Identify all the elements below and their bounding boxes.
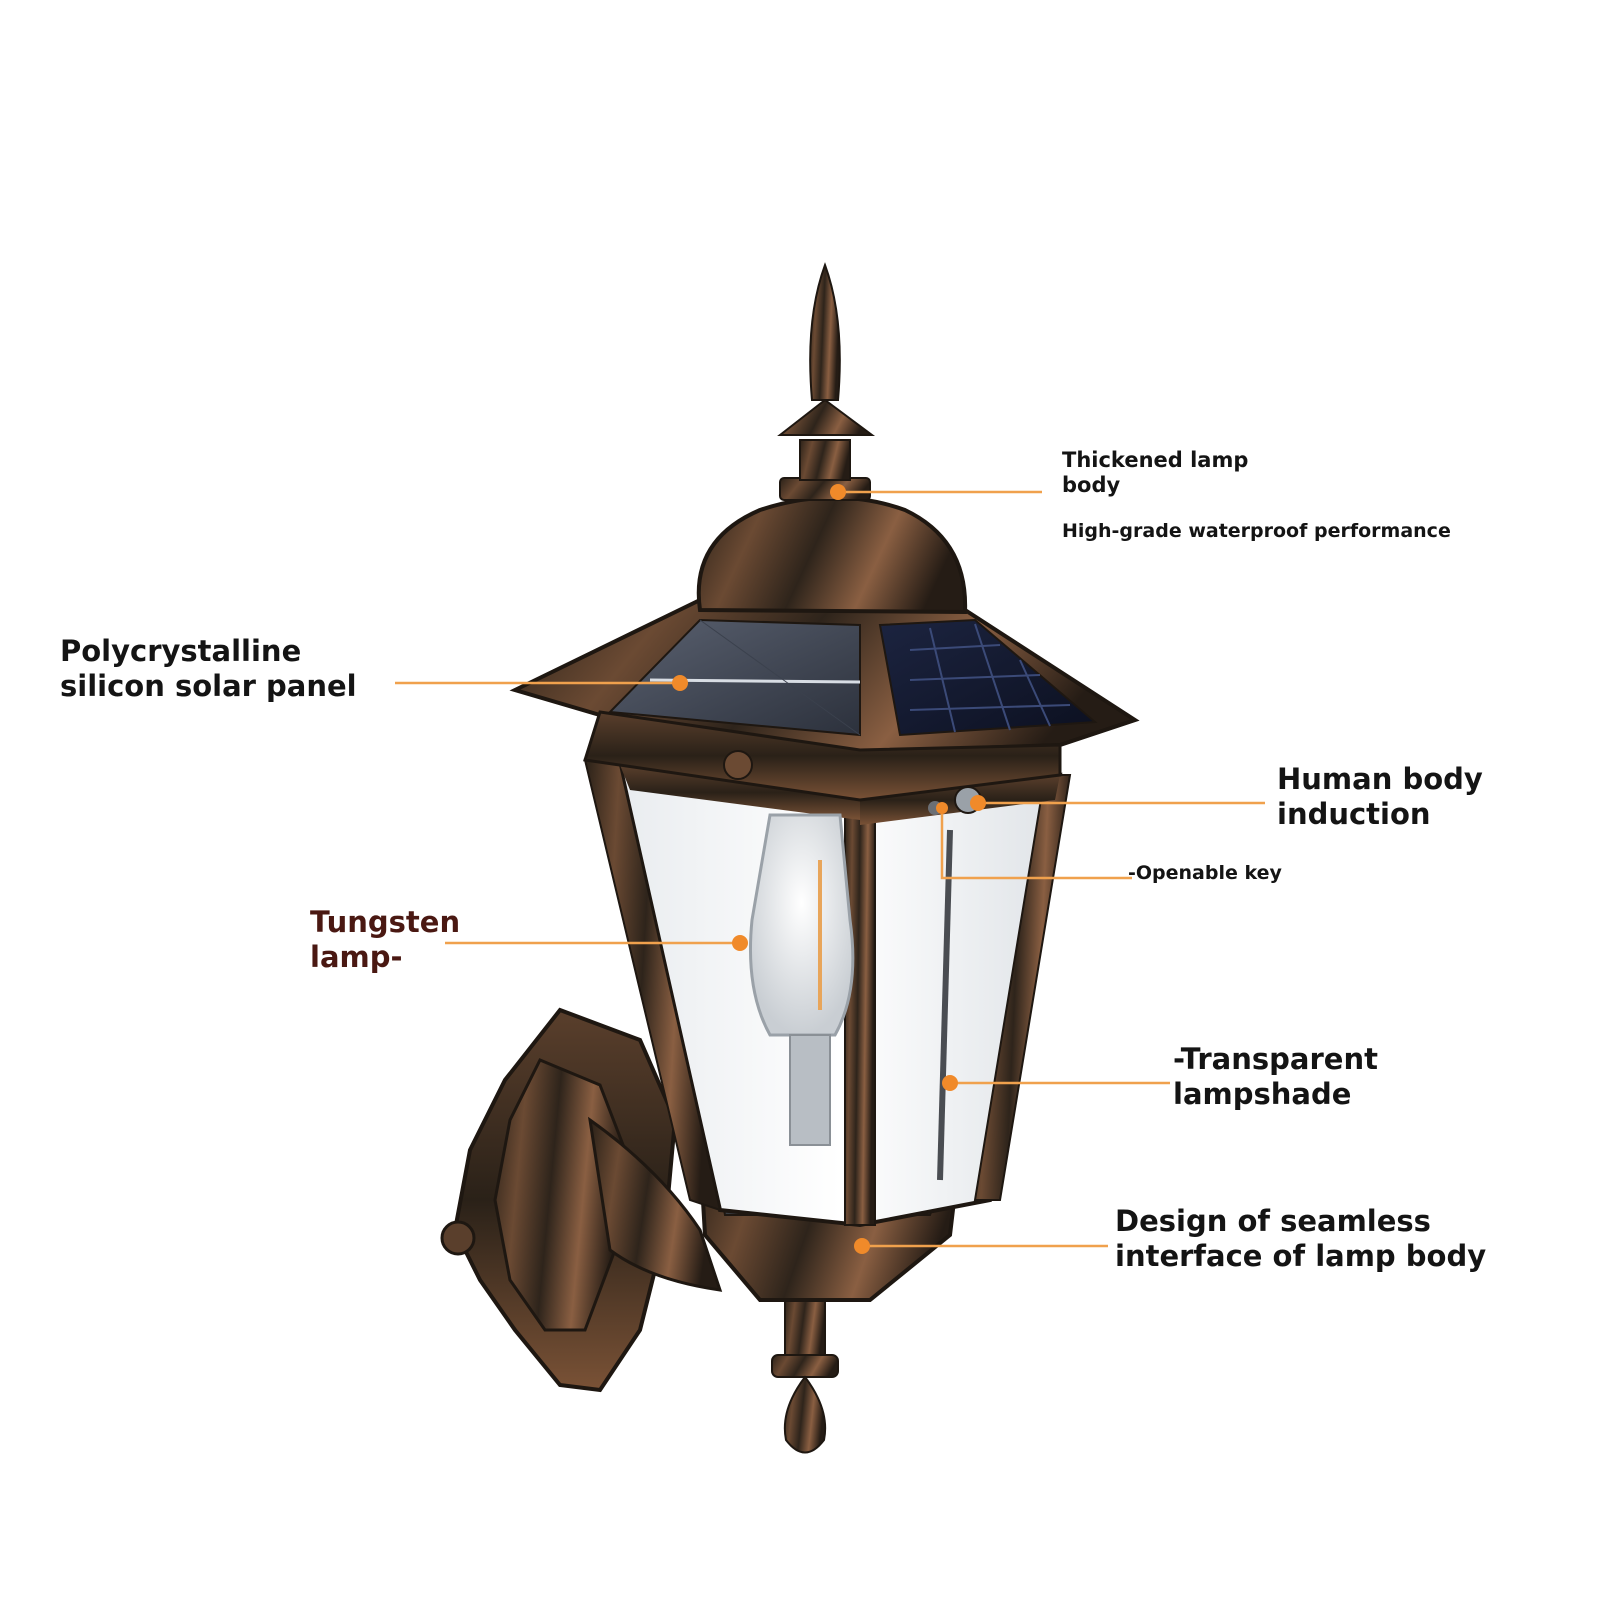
- solar-panel-right: [878, 618, 1098, 737]
- label-human-line1: Human body: [1277, 762, 1483, 796]
- dot-key: [936, 802, 948, 814]
- label-human-line2: induction: [1277, 796, 1431, 831]
- label-thickened-line1: Thickened lamp: [1062, 448, 1249, 472]
- label-waterproof-text: High-grade waterproof performance: [1062, 520, 1451, 542]
- leader-key: [940, 808, 1132, 880]
- lamp-roof: [509, 597, 1140, 815]
- label-tungsten-line1: Tungsten: [310, 905, 461, 939]
- lamp-glass-body: [583, 758, 1072, 1228]
- label-seamless-line1: Design of seamless: [1115, 1204, 1431, 1238]
- wall-bracket: [440, 1007, 723, 1393]
- label-thickened-lamp-body: Thickened lamp body: [1062, 448, 1248, 498]
- dot-thickened: [830, 484, 846, 500]
- lamp-dome-cap: [696, 477, 968, 615]
- label-transparent-lampshade: -Transparent lampshade: [1173, 1042, 1378, 1112]
- label-solar-line1: Polycrystalline: [60, 634, 302, 668]
- label-seamless-interface: Design of seamless interface of lamp bod…: [1115, 1204, 1486, 1274]
- top-finial: [777, 262, 876, 481]
- label-shade-line1: -Transparent: [1173, 1042, 1378, 1076]
- label-openable-key: -Openable key: [1128, 862, 1282, 885]
- dot-tungsten: [732, 935, 748, 951]
- label-waterproof: High-grade waterproof performance: [1062, 520, 1451, 543]
- label-tungsten-lamp: Tungsten lamp-: [310, 905, 460, 975]
- label-shade-line2: lampshade: [1173, 1076, 1352, 1111]
- dot-solar: [672, 675, 688, 691]
- label-thickened-line2: body: [1062, 473, 1121, 498]
- label-solar-line2: silicon solar panel: [60, 668, 357, 703]
- dot-seamless: [854, 1238, 870, 1254]
- label-tungsten-line2: lamp-: [310, 939, 403, 974]
- callout-leaders: [395, 484, 1265, 1254]
- dot-shade: [942, 1075, 958, 1091]
- dot-human: [970, 795, 986, 811]
- label-seamless-line2: interface of lamp body: [1115, 1238, 1487, 1273]
- label-solar-panel: Polycrystalline silicon solar panel: [60, 634, 357, 704]
- label-key-text: -Openable key: [1128, 862, 1282, 884]
- label-human-body-induction: Human body induction: [1277, 762, 1483, 832]
- bottom-finial: [771, 1299, 839, 1454]
